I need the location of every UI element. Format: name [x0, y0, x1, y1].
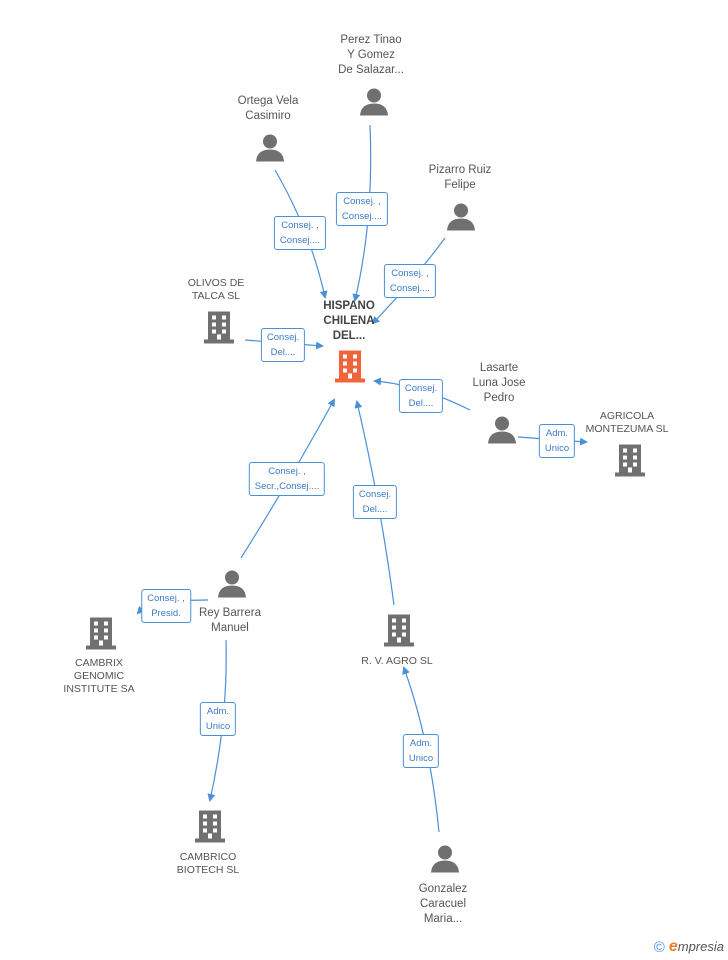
building-icon[interactable]	[615, 443, 645, 482]
relation-badge-ortega-center[interactable]: Consej. , Consej....	[273, 216, 327, 250]
center-company-building-icon[interactable]	[335, 349, 365, 388]
building-icon[interactable]	[195, 809, 225, 848]
center-company-label[interactable]: HISPANO CHILENA DEL...	[323, 300, 375, 342]
company-olivos-label[interactable]: OLIVOS DE TALCA SL	[187, 277, 245, 302]
company-cambrix-label[interactable]: CAMBRIX GENOMIC INSTITUTE SA	[63, 657, 135, 695]
brand-logo: empresia	[668, 938, 724, 955]
person-icon[interactable]	[431, 845, 459, 878]
person-icon[interactable]	[218, 570, 246, 603]
building-icon[interactable]	[384, 613, 414, 652]
person-rey-label[interactable]: Rey Barrera Manuel	[199, 607, 261, 634]
relation-badge-olivos-center[interactable]: Consej. Del....	[260, 328, 306, 362]
person-ortega-label[interactable]: Ortega Vela Casimiro	[237, 95, 299, 122]
relation-badge-perez-center[interactable]: Consej. , Consej....	[335, 192, 389, 226]
relation-badge-rey-center[interactable]: Consej. , Secr.,Consej....	[248, 462, 326, 496]
relation-badge-pizarro-center[interactable]: Consej. , Consej....	[383, 264, 437, 298]
relation-badge-rey-cambrico[interactable]: Adm. Unico	[199, 702, 237, 736]
company-cambrico-label[interactable]: CAMBRICO BIOTECH SL	[176, 851, 240, 876]
relation-badge-lasarte-agricola[interactable]: Adm. Unico	[538, 424, 576, 458]
person-icon[interactable]	[360, 88, 388, 121]
company-agricola-label[interactable]: AGRICOLA MONTEZUMA SL	[585, 410, 669, 435]
person-gonzalez-label[interactable]: Gonzalez Caracuel Maria...	[418, 883, 468, 925]
relation-badge-rvagro-center[interactable]: Consej. Del....	[352, 485, 398, 519]
footer-brand[interactable]: © empresia	[654, 938, 724, 956]
person-icon[interactable]	[256, 134, 284, 167]
relation-badge-rey-cambrix[interactable]: Consej. , Presid.	[141, 589, 191, 623]
person-pizarro-label[interactable]: Pizarro Ruiz Felipe	[428, 164, 492, 191]
company-rvagro-label[interactable]: R. V. AGRO SL	[361, 655, 433, 667]
building-icon[interactable]	[86, 616, 116, 655]
person-lasarte-label[interactable]: Lasarte Luna Jose Pedro	[472, 362, 526, 404]
building-icon[interactable]	[204, 310, 234, 349]
person-perez-label[interactable]: Perez Tinao Y Gomez De Salazar...	[338, 34, 404, 76]
relation-badge-lasarte-center[interactable]: Consej. Del....	[398, 379, 444, 413]
relation-badge-gonzalez-rvagro[interactable]: Adm. Unico	[402, 734, 440, 768]
copyright-icon: ©	[653, 938, 665, 956]
person-icon[interactable]	[488, 416, 516, 449]
person-icon[interactable]	[447, 203, 475, 236]
